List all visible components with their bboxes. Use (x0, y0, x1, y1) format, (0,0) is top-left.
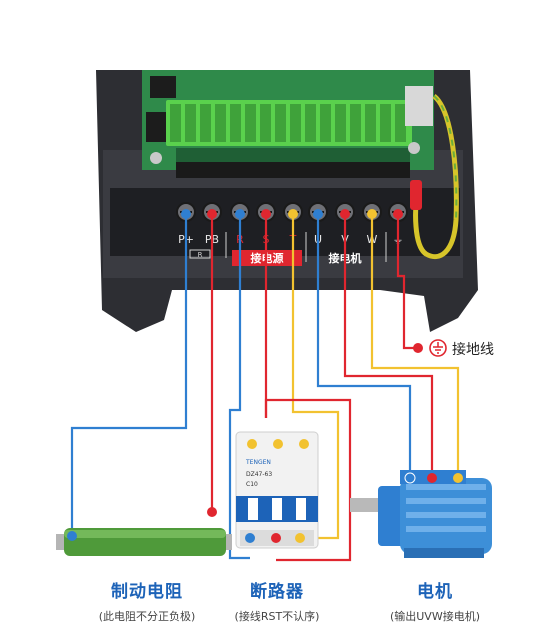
wires (70, 216, 460, 562)
braking-resistor (56, 507, 232, 556)
wire-ground (396, 216, 418, 350)
caption-subtitle: (此电阻不分正负极) (98, 610, 196, 623)
caption-motor: 电机 (输出UVW接电机) (350, 577, 520, 624)
breaker-brand: TENGEN (245, 459, 271, 466)
control-board (142, 70, 434, 170)
ground-label: 接地线 (452, 341, 494, 358)
circuit-breaker: TENGEN DZ47-63 C10 (235, 431, 319, 549)
caption-braking-resistor: 制动电阻 (此电阻不分正负极) (62, 577, 232, 624)
caption-title: 制动电阻 (111, 582, 183, 602)
caption-title: 断路器 (250, 582, 304, 602)
wire-u (316, 216, 412, 478)
wire-p-plus (70, 216, 188, 536)
breaker-rating: C10 (246, 481, 258, 488)
connection-dots (181, 209, 423, 353)
brake-resistor-symbol (189, 249, 211, 259)
electric-motor (350, 470, 492, 558)
caption-circuit-breaker: 断路器 (接线RST不认序) (192, 577, 362, 624)
wire-r (228, 216, 250, 560)
ground-icon (429, 339, 447, 357)
breaker-model: DZ47-63 (246, 471, 272, 478)
caption-title: 电机 (417, 582, 453, 602)
caption-subtitle: (接线RST不认序) (234, 610, 320, 623)
wire-t (291, 216, 340, 540)
brake-resistor-group-label: R (198, 251, 203, 259)
caption-subtitle: (输出UVW接电机) (389, 610, 481, 623)
wire-w (370, 216, 460, 478)
control-terminal-strip (176, 162, 410, 178)
wire-v (343, 216, 434, 478)
